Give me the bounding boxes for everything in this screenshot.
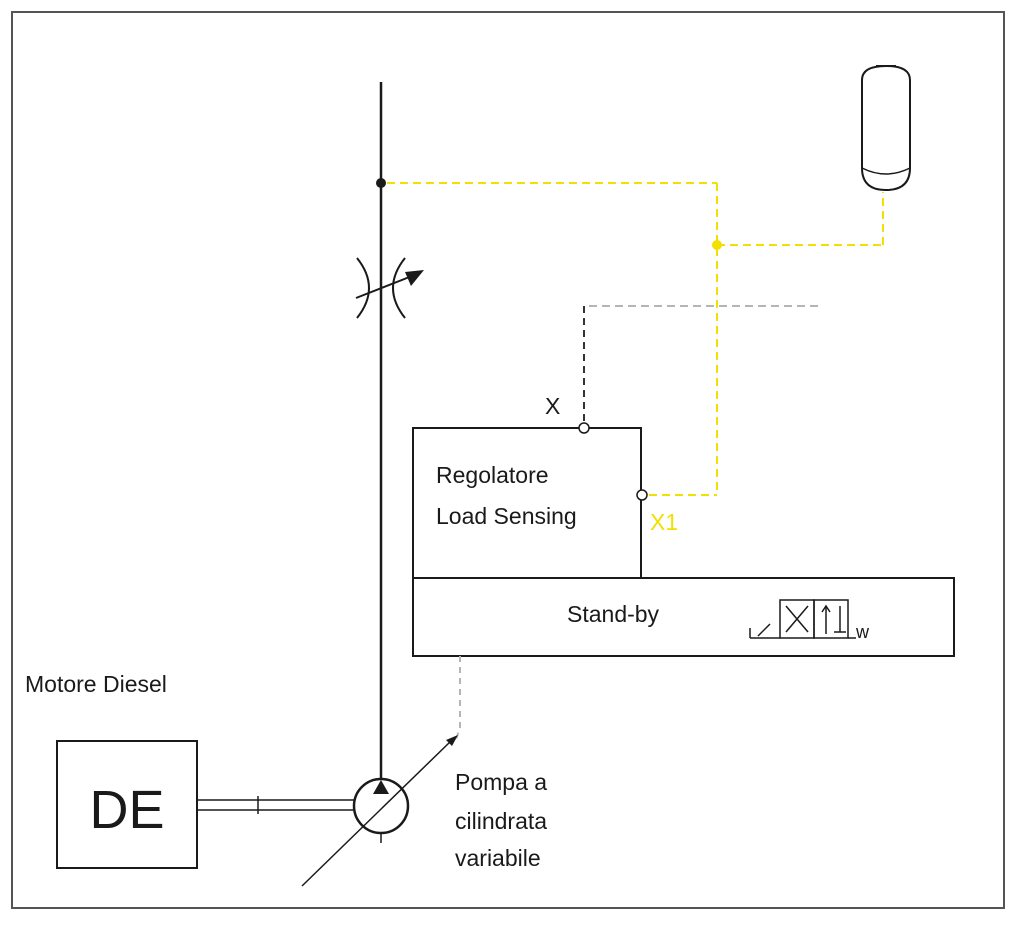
pressure-junction-dot	[376, 178, 386, 188]
label-de: DE	[89, 780, 164, 840]
label-standby: Stand-by	[567, 601, 660, 627]
port-x1-circle	[636, 489, 648, 501]
accumulator-symbol	[861, 64, 911, 192]
drive-shaft	[197, 796, 354, 814]
standby-box	[412, 577, 955, 657]
adjustable-throttle	[355, 257, 424, 319]
label-motore-diesel: Motore Diesel	[25, 671, 167, 697]
label-pompa-3: variabile	[455, 845, 541, 871]
pilot-junction-dot	[712, 240, 722, 250]
port-x-circle	[578, 422, 590, 434]
label-pompa-2: cilindrata	[455, 808, 547, 834]
standby-valve-symbol	[749, 599, 856, 639]
outer-frame	[11, 11, 1005, 909]
label-regolatore-1: Regolatore	[436, 462, 549, 488]
label-port-x: X	[545, 393, 560, 419]
control-line-gray	[454, 656, 461, 743]
label-regolatore-2: Load Sensing	[436, 503, 577, 529]
variable-pump-symbol	[301, 735, 458, 887]
label-spring-w: w	[855, 622, 870, 642]
diesel-engine-box	[56, 740, 198, 869]
label-port-x1: X1	[650, 509, 678, 535]
regolatore-box	[412, 427, 642, 579]
label-pompa-1: Pompa a	[455, 769, 547, 795]
pilot-line-yellow	[387, 182, 884, 496]
